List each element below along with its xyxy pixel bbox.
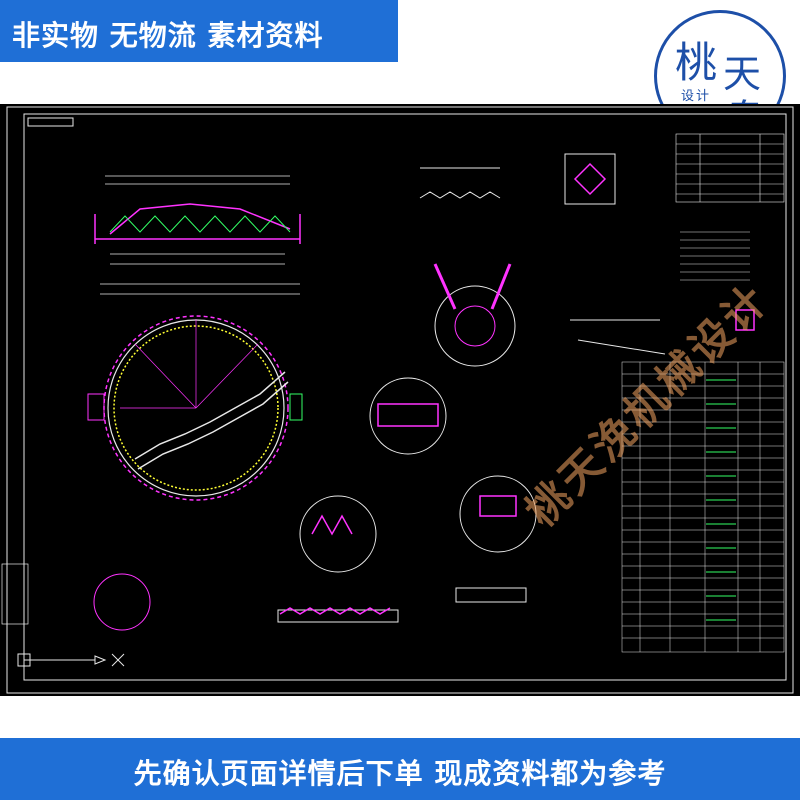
top-banner-text: 非实物 无物流 素材资料 — [12, 19, 324, 52]
bottom-banner-text: 先确认页面详情后下单 现成资料都为参考 — [133, 757, 667, 790]
logo-char-1: 桃 — [675, 38, 718, 87]
cad-drawing-icon — [1, 106, 794, 694]
bottom-banner: 先确认页面详情后下单 现成资料都为参考 — [0, 738, 800, 800]
logo-subtitle: 设计 — [681, 89, 712, 104]
cad-drawing — [0, 104, 800, 696]
top-banner: 非实物 无物流 素材资料 — [0, 0, 398, 62]
logo-char-2: 天 — [723, 52, 762, 96]
